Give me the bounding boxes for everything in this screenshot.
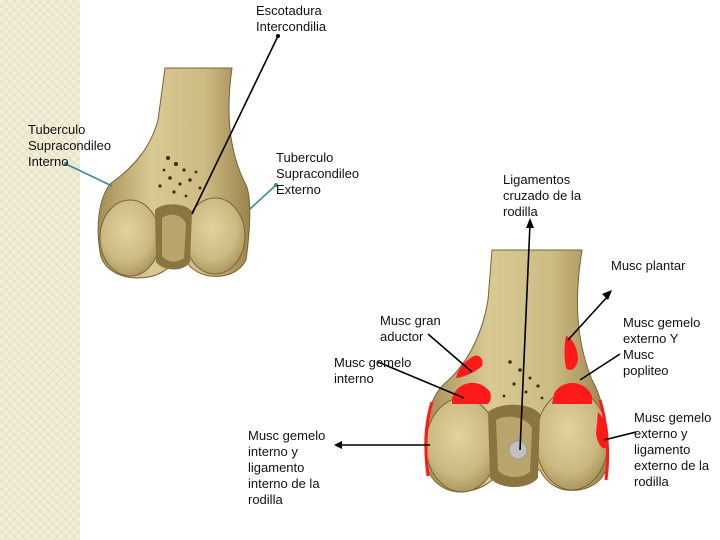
label-musc-gemelo-externo-popliteo: Musc gemelo externo Y Musc popliteo: [623, 315, 701, 378]
label-musc-gran-aductor: Musc gran aductor: [380, 313, 441, 344]
leader-musc-gemelo-interno-ligamento-arrow: [334, 441, 342, 449]
leader-escotadura: [191, 35, 279, 215]
leader-ligamentos-arrow: [526, 218, 534, 228]
leader-tuberculo-interno: [65, 163, 113, 187]
label-musc-gemelo-interno-ligamento: Musc gemelo interno y ligamento interno …: [248, 428, 326, 507]
leader-musc-plantar: [567, 295, 609, 341]
label-tuberculo-supracondileo-interno: Tuberculo Supracondileo Interno: [28, 122, 112, 169]
leader-lines: [64, 34, 637, 451]
leader-musc-gran-aductor: [427, 333, 473, 373]
leader-musc-gemelo-externo: [579, 353, 621, 381]
label-musc-plantar: Musc plantar: [611, 258, 686, 273]
decorative-sidebar: [0, 0, 80, 540]
label-tuberculo-supracondileo-externo: Tuberculo Supracondileo Externo: [276, 150, 360, 197]
leader-musc-gemelo-externo-ligamento: [603, 431, 637, 441]
label-musc-gemelo-interno: Musc gemelo interno: [334, 355, 412, 386]
leader-tuberculo-externo-dot: [274, 183, 278, 187]
label-escotadura-intercondilia: Escotadura Intercondilia: [256, 3, 327, 34]
leader-musc-gemelo-interno: [377, 361, 465, 399]
leader-ligamentos-cruzado: [519, 223, 531, 451]
leader-escotadura-dot: [276, 34, 280, 38]
label-ligamentos-cruzado: Ligamentos cruzado de la rodilla: [503, 172, 582, 219]
femur-distal-muscle-insertions-illustration: [424, 249, 610, 493]
femur-distal-posterior-illustration: [97, 67, 251, 279]
leader-musc-plantar-arrow: [602, 290, 612, 300]
label-musc-gemelo-externo-ligamento: Musc gemelo externo y ligamento externo …: [634, 410, 712, 489]
leader-tuberculo-interno-dot: [64, 162, 68, 166]
leader-tuberculo-externo: [249, 184, 277, 210]
